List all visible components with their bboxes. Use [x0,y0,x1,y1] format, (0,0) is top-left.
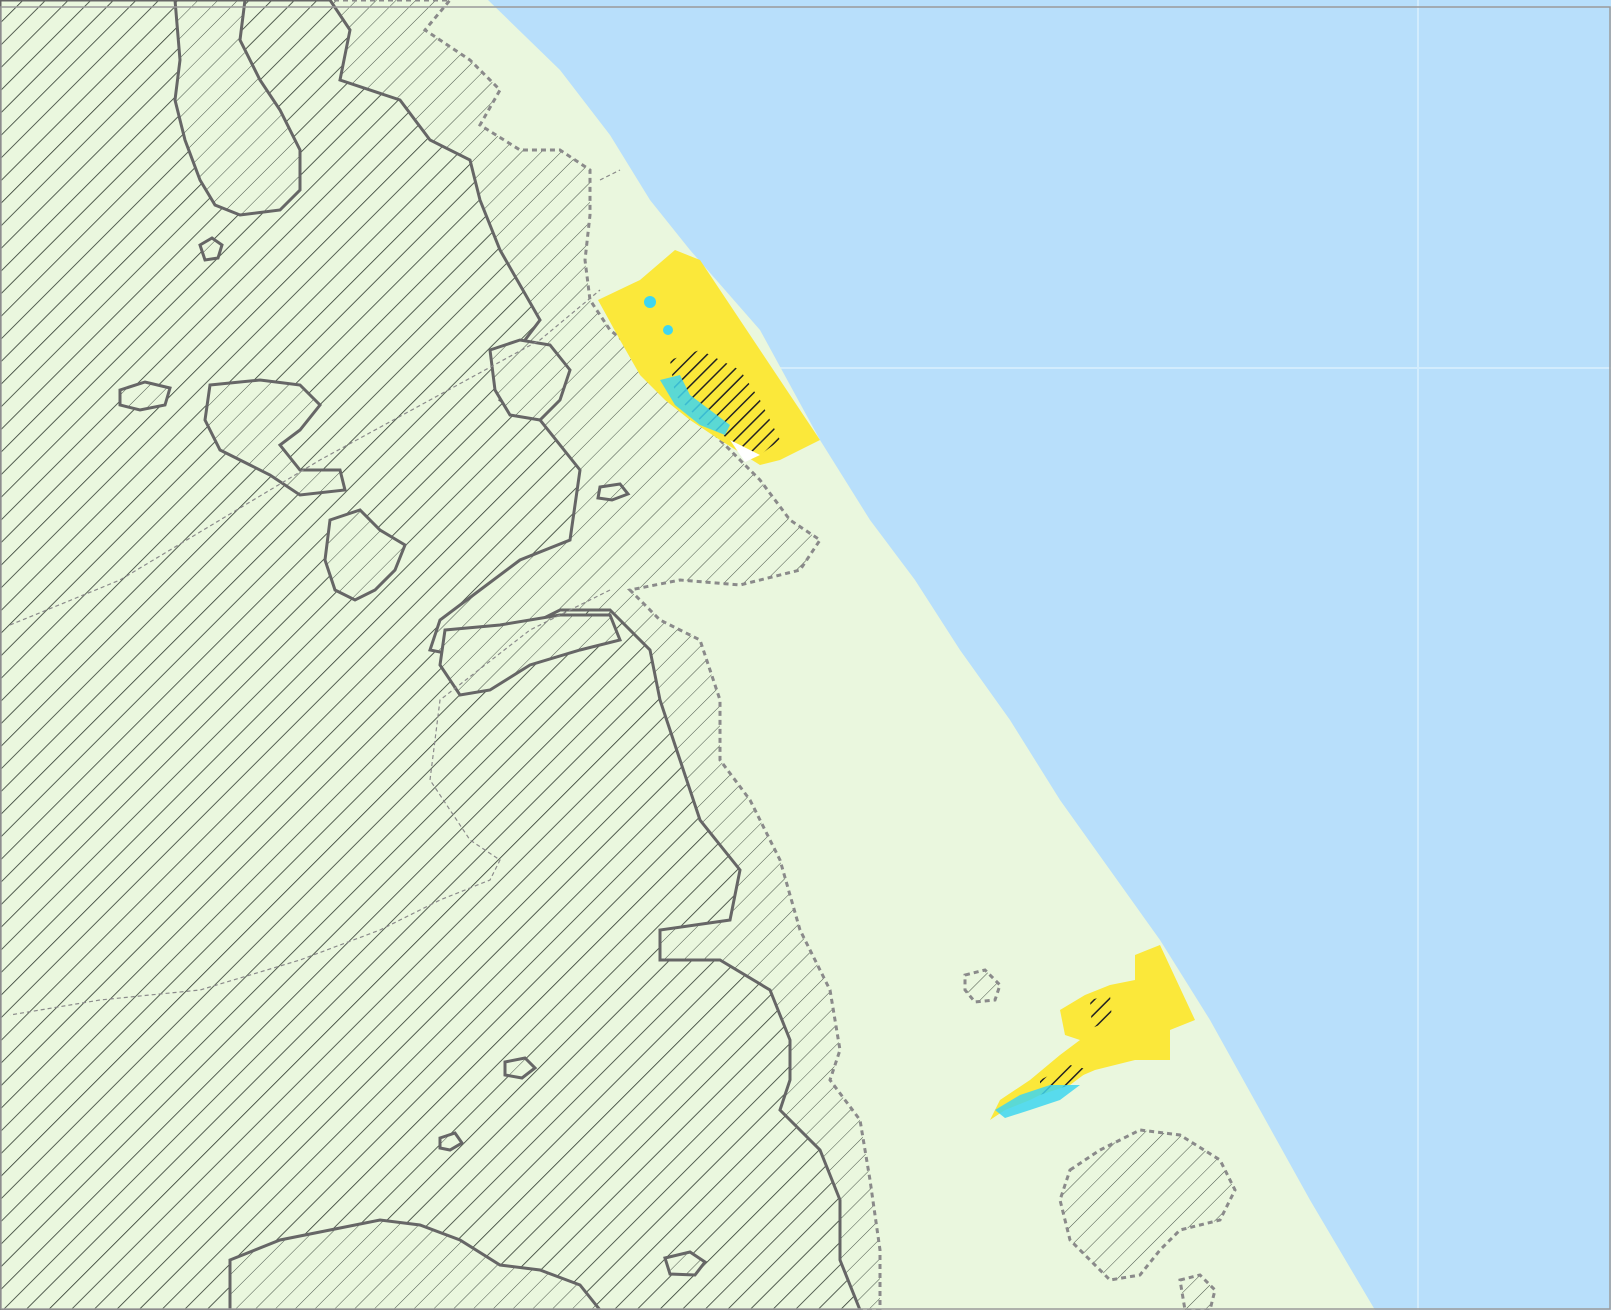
development-zone-south [990,945,1195,1120]
dev-north-water-feature [660,375,730,435]
lake-north [173,0,302,217]
admin-boundary-line [9,169,621,1016]
dev-north-pond [644,296,656,308]
lake-small-3 [503,1056,538,1080]
lake-center-west [203,378,347,497]
sparse-patch-south-2 [963,968,1002,1004]
dev-south-water-feature [995,1085,1080,1118]
dev-north-pond-2 [663,325,673,335]
lake-small-2 [198,236,224,262]
lake-east [438,613,623,697]
lakes [118,0,708,1310]
dev-north-hatched-core [670,350,780,455]
lake-small-6 [596,482,631,502]
lake-small-4 [438,1131,465,1152]
lake-small-5 [663,1250,708,1277]
lake-center [323,508,407,602]
lake-small-1 [118,380,172,412]
lake-south-cluster [228,1218,602,1310]
sparse-patch-south-3 [1178,1273,1217,1310]
map-frame-border [0,6,1611,1310]
lake-coastal-inlet [488,338,572,422]
development-zone-north [598,250,820,465]
sparse-patch-south-1 [1058,1128,1237,1282]
